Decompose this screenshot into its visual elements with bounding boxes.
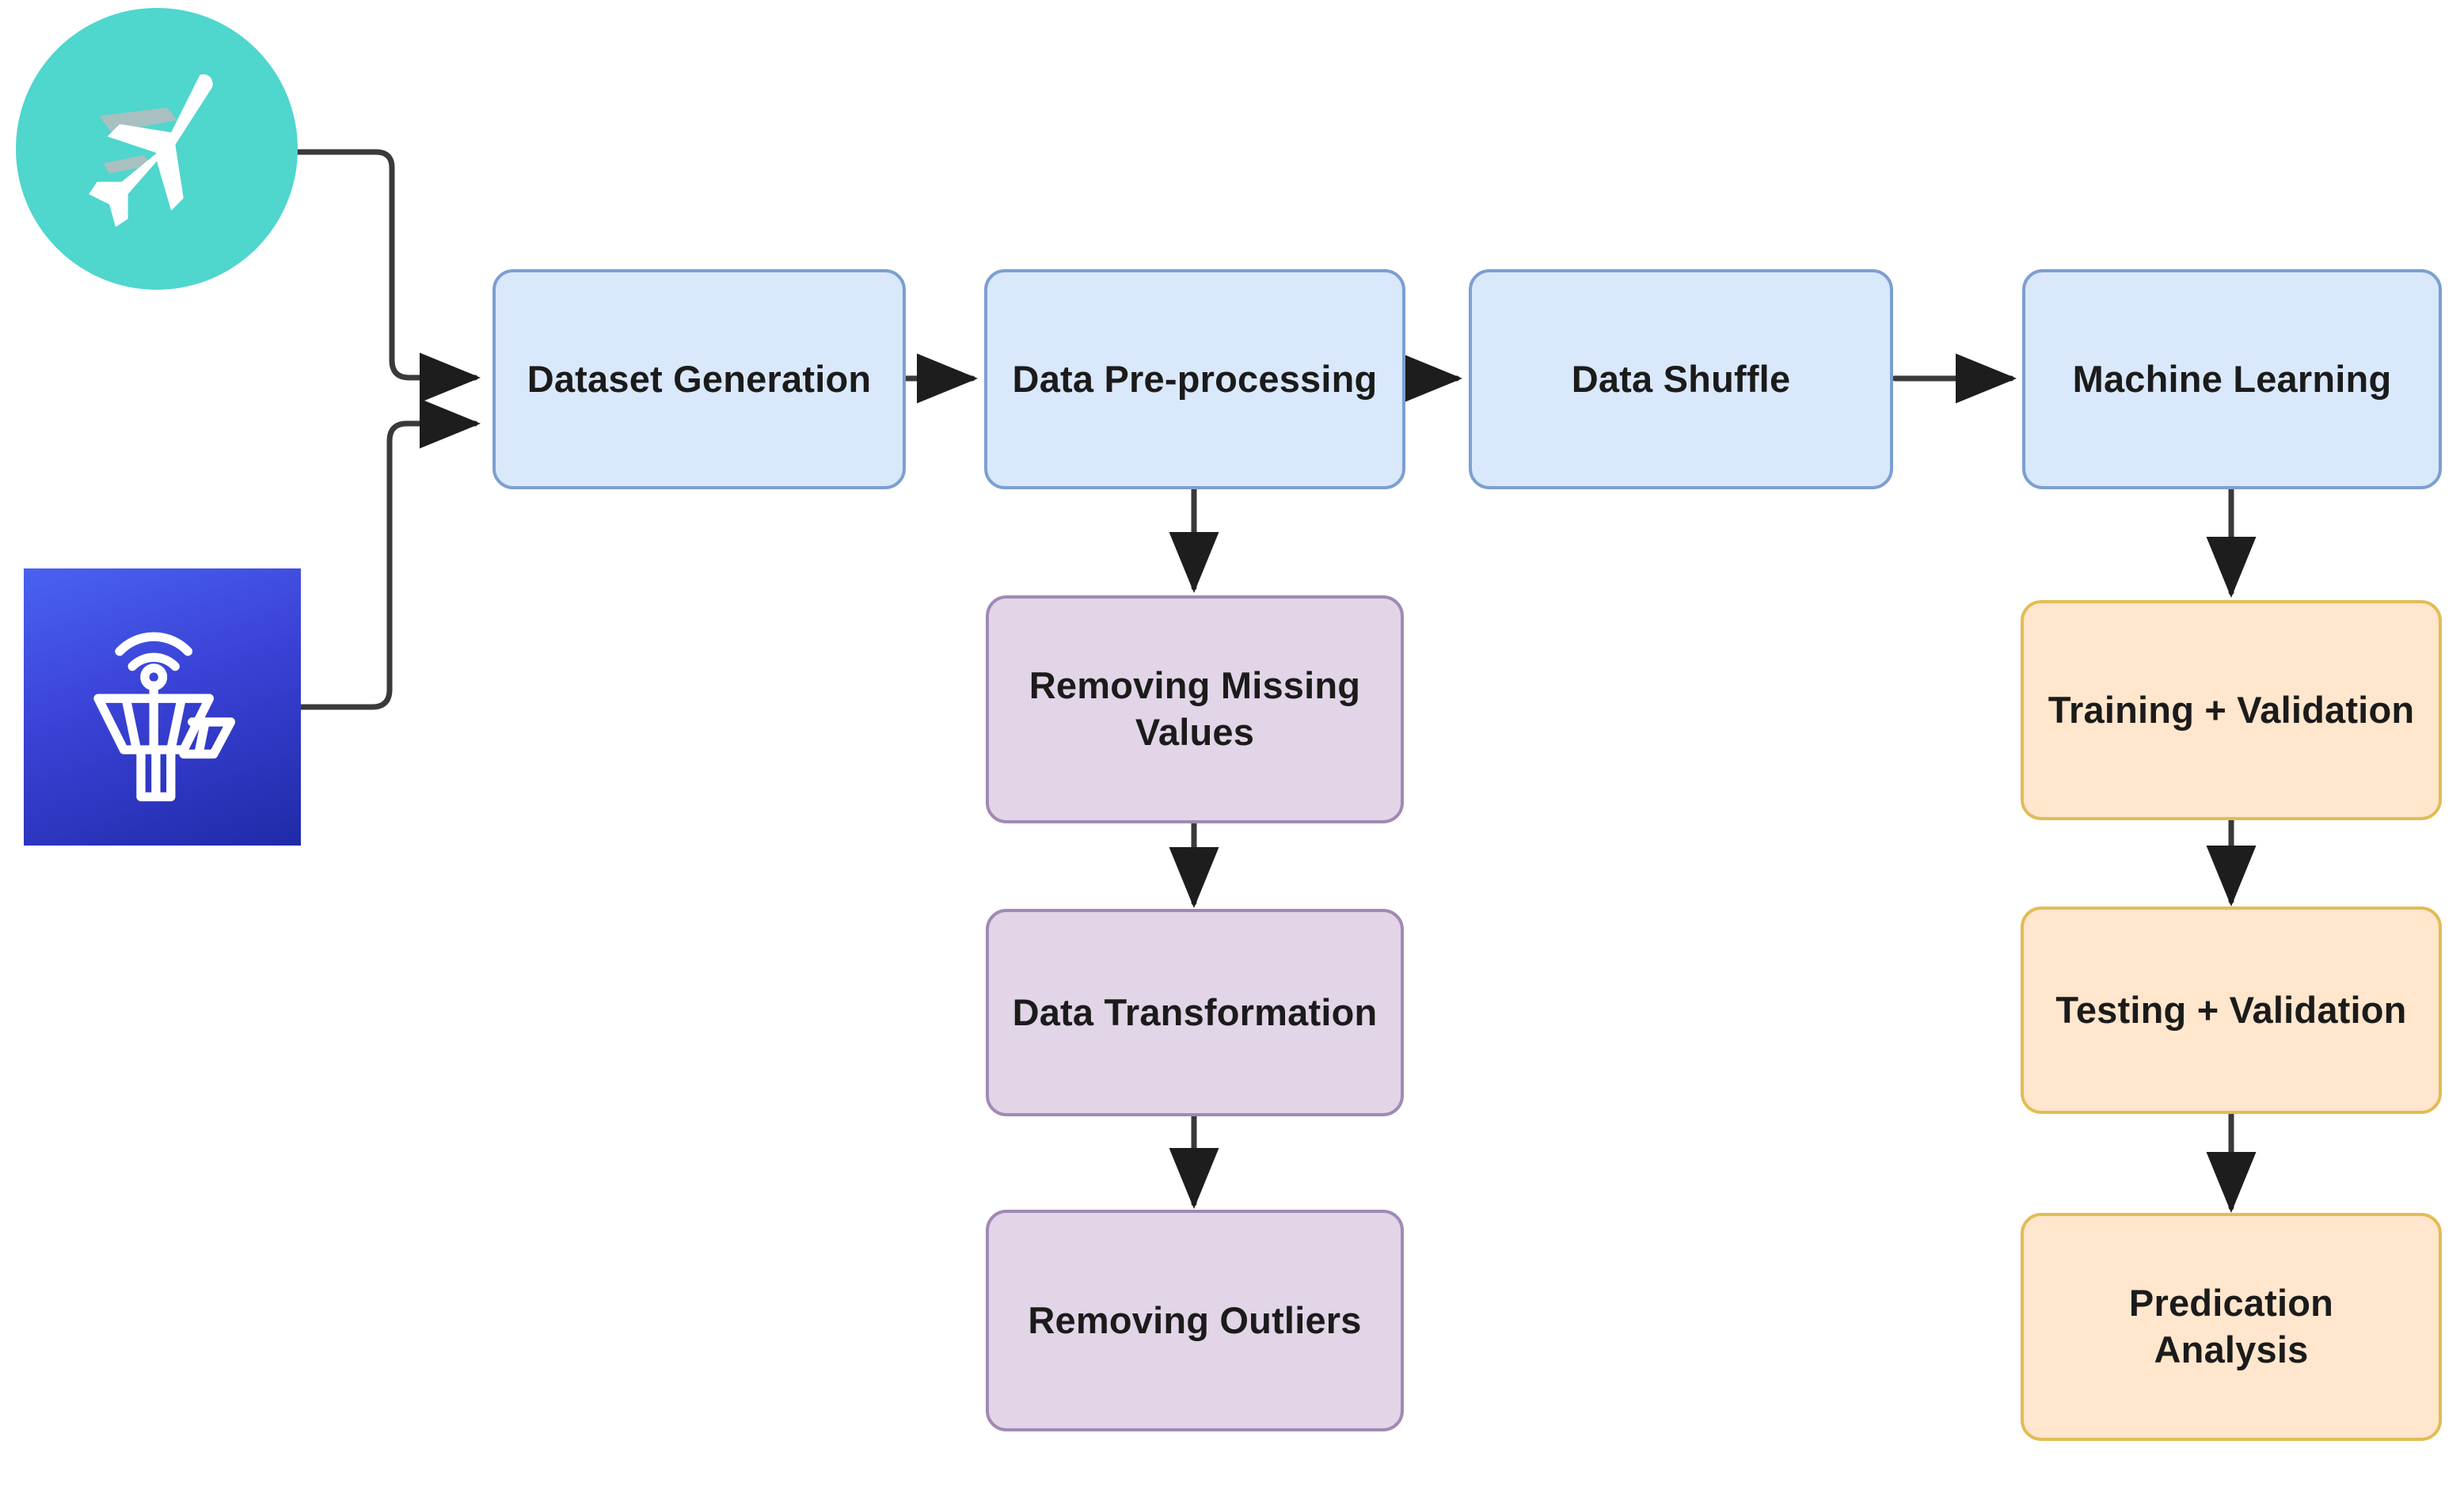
node-data-shuffle-label: Data Shuffle — [1571, 357, 1791, 400]
node-data-pre-processing[interactable]: Data Pre-processing — [984, 269, 1405, 489]
node-testing-validation[interactable]: Testing + Validation — [2021, 907, 2442, 1114]
node-removing-missing-values[interactable]: Removing Missing Values — [986, 595, 1404, 823]
node-machine-learning-label: Machine Learning — [2072, 357, 2392, 400]
aircraft-source-icon — [16, 8, 298, 290]
node-dataset-generation-label: Dataset Generation — [527, 357, 872, 400]
node-removing-outliers-label: Removing Outliers — [1028, 1298, 1362, 1341]
control-tower-source-icon — [24, 568, 301, 846]
node-predication-analysis-label: Predication Analysis — [2128, 1282, 2334, 1370]
node-dataset-generation[interactable]: Dataset Generation — [492, 269, 906, 489]
node-removing-missing-values-label: Removing Missing Values — [1029, 664, 1361, 753]
node-data-transformation-label: Data Transformation — [1012, 990, 1378, 1033]
node-data-pre-processing-label: Data Pre-processing — [1012, 357, 1378, 400]
control-tower-icon — [93, 632, 236, 802]
node-testing-validation-label: Testing + Validation — [2055, 988, 2407, 1031]
node-machine-learning[interactable]: Machine Learning — [2022, 269, 2442, 489]
edge-aircraft-to-dataset-generation — [286, 149, 481, 403]
node-training-validation-label: Training + Validation — [2048, 688, 2415, 731]
edge-control-tower-to-dataset-generation — [296, 398, 481, 710]
node-predication-analysis[interactable]: Predication Analysis — [2021, 1213, 2442, 1441]
node-removing-outliers[interactable]: Removing Outliers — [986, 1210, 1404, 1431]
node-data-transformation[interactable]: Data Transformation — [986, 909, 1404, 1116]
node-training-validation[interactable]: Training + Validation — [2021, 600, 2442, 820]
node-data-shuffle[interactable]: Data Shuffle — [1469, 269, 1893, 489]
airplane-icon — [89, 74, 213, 227]
